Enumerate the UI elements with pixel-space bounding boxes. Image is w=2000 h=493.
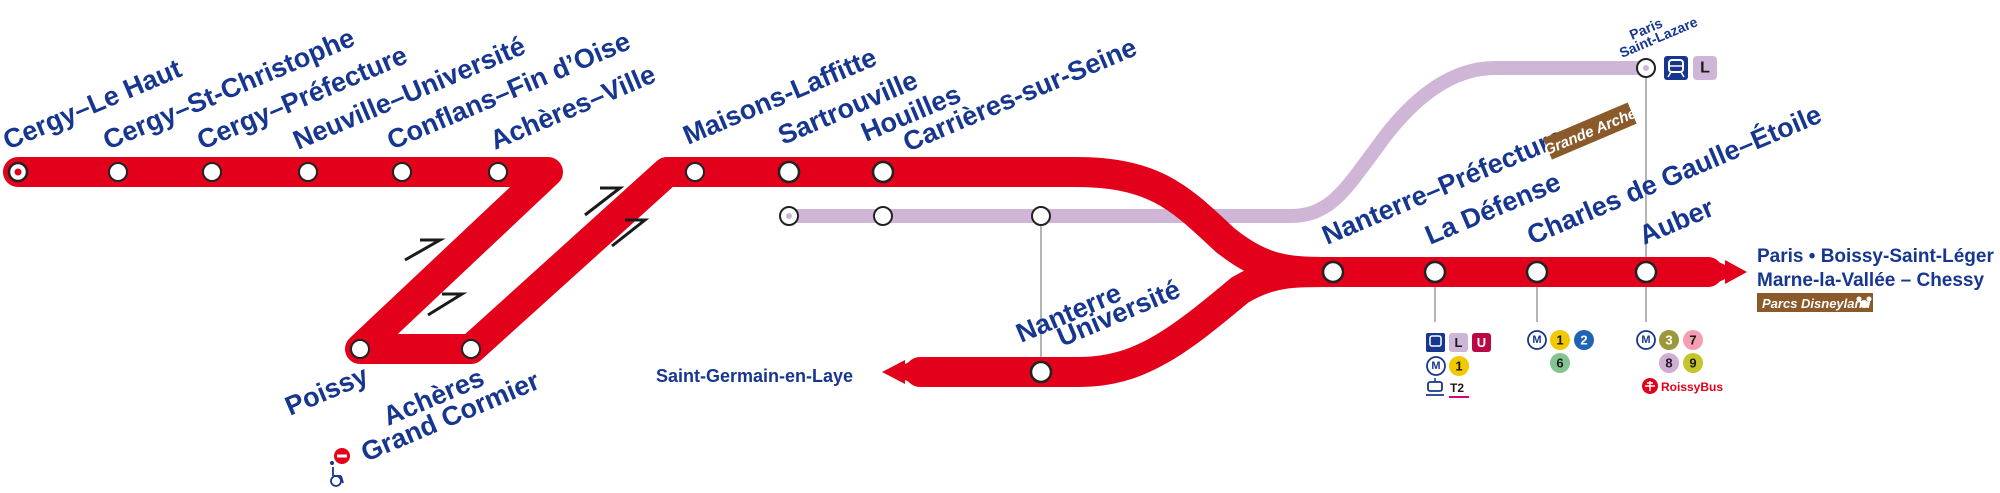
cdg-metro-2-text: 2	[1580, 333, 1587, 348]
cdg-metro-letter: M	[1532, 334, 1541, 346]
la-defense-connections: L U M 1 T2	[1426, 333, 1491, 398]
cdg-metro-6-text: 6	[1556, 356, 1563, 371]
station-sartrouville-l-core	[786, 213, 792, 219]
metro-icon	[1527, 330, 1547, 350]
grande-arche-badge-bg	[1542, 102, 1637, 160]
station-maisons-laffitte[interactable]	[685, 162, 705, 182]
station-houilles[interactable]	[871, 160, 895, 184]
auber-metro-7-badge	[1683, 330, 1703, 350]
arrow-east-tip	[1725, 260, 1747, 284]
airplane-icon-shape	[1645, 381, 1655, 391]
station-auber[interactable]	[1634, 260, 1658, 284]
station-conflans-fin-doise[interactable]	[392, 162, 412, 182]
line-l-main	[1186, 61, 1652, 223]
cdg-connections: M 1 2 6	[1527, 330, 1594, 373]
label-poissy: Poissy	[281, 360, 373, 422]
acheres-gc-icons	[330, 448, 350, 487]
station-nanterre-prefecture[interactable]	[1321, 260, 1345, 284]
tram-icon	[1426, 378, 1444, 396]
defense-u-badge	[1472, 333, 1491, 352]
rer-a-line	[3, 157, 1723, 387]
parcs-disneyland-badge-bg	[1757, 293, 1873, 312]
mickey-icon	[1856, 296, 1872, 308]
arrow-east	[1708, 257, 1740, 287]
wheelchair-icon	[330, 467, 344, 487]
station-nanterre-universite-l[interactable]	[1031, 206, 1051, 226]
metro-icon	[1636, 330, 1656, 350]
auber-metro-7-text: 7	[1689, 333, 1696, 348]
train-icon-leg-r	[1680, 71, 1685, 78]
defense-u-text: U	[1477, 335, 1486, 350]
direction-ticks	[404, 186, 650, 317]
station-charles-de-gaulle-etoile[interactable]	[1525, 260, 1549, 284]
station-paris-saint-lazare-core	[1643, 65, 1649, 71]
station-sartrouville[interactable]	[777, 160, 801, 184]
auber-metro-8-badge	[1659, 353, 1679, 373]
tick-a1	[404, 238, 446, 262]
station-la-defense[interactable]	[1423, 260, 1447, 284]
terminus-east-1: Paris • Boissy-Saint-Léger	[1757, 246, 1994, 267]
station-acheres-grand-cormier[interactable]	[461, 339, 481, 359]
line-l-badge	[1693, 56, 1717, 80]
defense-l-badge	[1449, 333, 1468, 352]
auber-metro-3-badge	[1659, 330, 1679, 350]
train-icon-leg-l	[1667, 71, 1672, 78]
rer-a-cergy-branch	[3, 157, 1723, 364]
arrow-west-tip	[882, 360, 905, 384]
cdg-metro-1-text: 1	[1556, 333, 1563, 348]
stations	[7, 58, 1658, 384]
station-cergy-st-christophe[interactable]	[108, 162, 128, 182]
wheelchair-icon-head	[330, 461, 334, 465]
station-poissy[interactable]	[350, 339, 370, 359]
station-houilles-l[interactable]	[873, 206, 893, 226]
parcs-disneyland-badge: Parcs Disneyland	[1757, 293, 1873, 312]
metro-icon	[1426, 356, 1446, 376]
roissybus-text: RoissyBus	[1661, 380, 1723, 394]
defense-metro-letter: M	[1431, 360, 1440, 372]
train-icon-body	[1429, 335, 1442, 347]
auber-metro-9-text: 9	[1689, 356, 1696, 371]
defense-tram-text: T2	[1450, 381, 1464, 395]
saint-lazare-connections: L	[1664, 56, 1717, 80]
station-acheres-ville[interactable]	[488, 162, 508, 182]
no-entry-icon-bar	[337, 454, 347, 458]
cdg-metro-1-badge	[1550, 330, 1570, 350]
tick-b2	[611, 218, 650, 248]
rer-a-saint-germain-branch	[905, 257, 1350, 387]
line-l-badge-text: L	[1700, 60, 1710, 77]
auber-connections: M 3 7 8 9 RoissyBus	[1636, 330, 1723, 394]
defense-metro-1-text: 1	[1455, 359, 1462, 374]
auber-metro-8-text: 8	[1665, 356, 1672, 371]
tick-a2	[427, 292, 468, 317]
parcs-disneyland-badge-text: Parcs Disneyland	[1762, 296, 1871, 311]
cdg-metro-6-badge	[1550, 353, 1570, 373]
station-neuville-universite[interactable]	[298, 162, 318, 182]
station-cergy-prefecture[interactable]	[202, 162, 222, 182]
auber-metro-letter: M	[1641, 334, 1650, 346]
defense-l-text: L	[1455, 335, 1463, 350]
station-labels: Cergy–Le Haut Cergy–St-Christophe Cergy–…	[0, 13, 1826, 467]
station-nanterre-universite[interactable]	[1029, 360, 1053, 384]
cdg-metro-2-badge	[1574, 330, 1594, 350]
defense-metro-1-badge	[1449, 356, 1469, 376]
terminus-east-2: Marne-la-Vallée – Chessy	[1757, 270, 1984, 291]
auber-metro-9-badge	[1683, 353, 1703, 373]
auber-metro-3-text: 3	[1665, 333, 1672, 348]
terminus-west: Saint-Germain-en-Laye	[656, 366, 853, 386]
tick-b1	[584, 186, 625, 217]
station-cergy-le-haut-core	[14, 168, 22, 176]
